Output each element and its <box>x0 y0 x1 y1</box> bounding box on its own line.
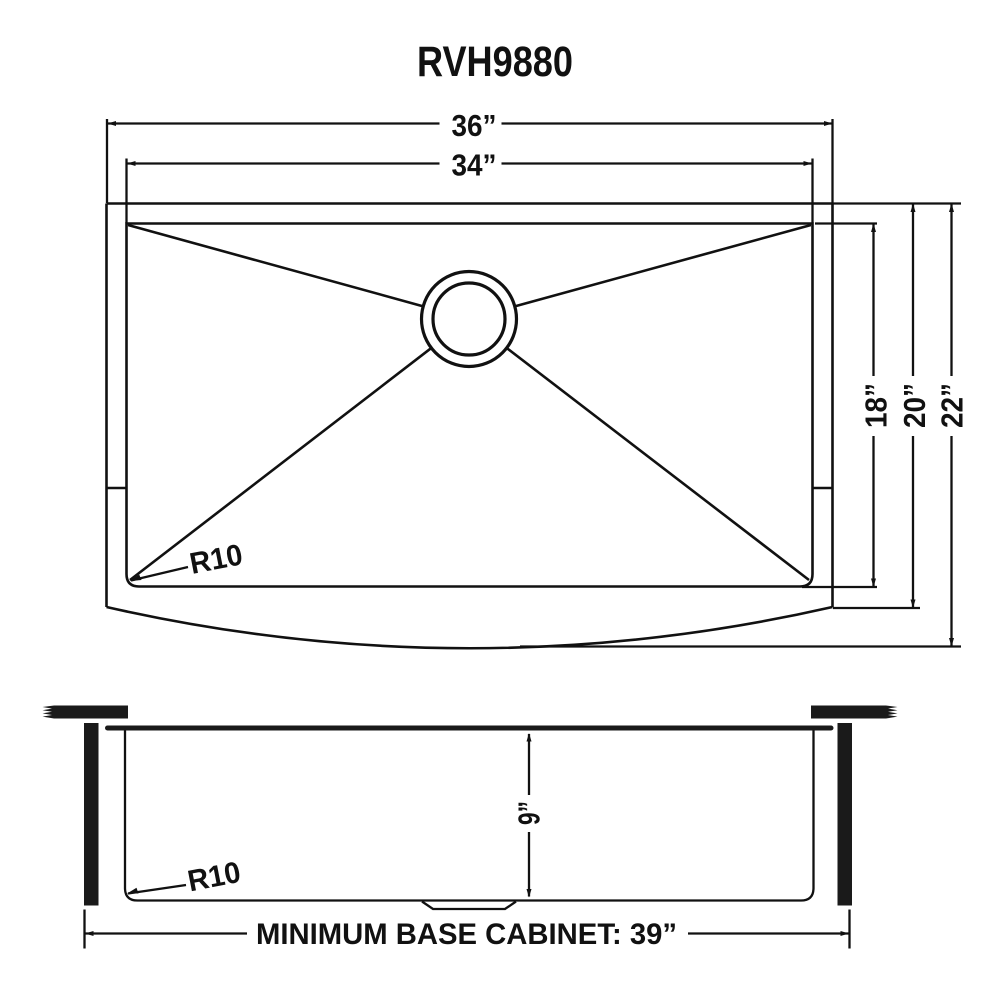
svg-text:34”: 34” <box>452 149 497 183</box>
svg-text:36”: 36” <box>452 109 497 143</box>
svg-text:18”: 18” <box>860 383 894 428</box>
svg-text:9”: 9” <box>513 801 547 825</box>
svg-text:RVH9880: RVH9880 <box>417 39 573 86</box>
svg-text:20”: 20” <box>898 383 932 428</box>
svg-text:MINIMUM BASE CABINET: 39”: MINIMUM BASE CABINET: 39” <box>256 918 677 951</box>
svg-text:22”: 22” <box>936 383 970 428</box>
